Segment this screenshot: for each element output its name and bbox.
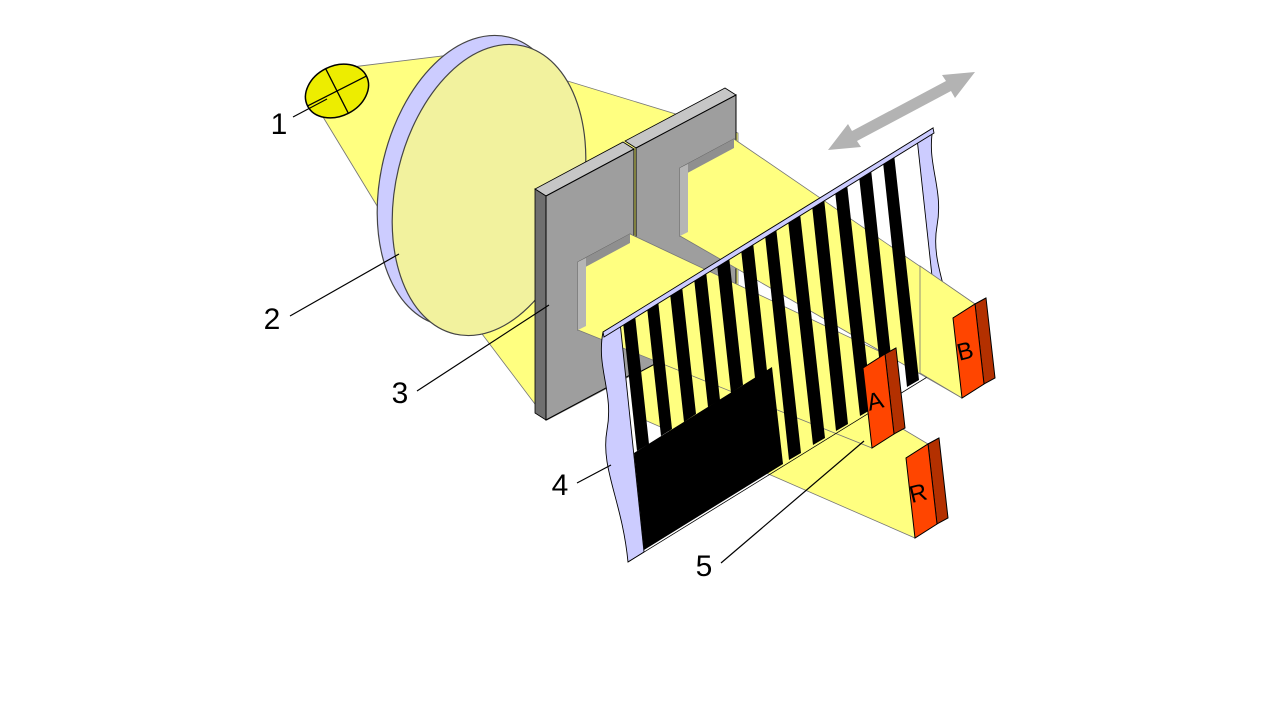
photodetector-a: A [862, 347, 906, 449]
aperture-b-top-wall [680, 139, 734, 177]
detector-a-label: A [864, 387, 886, 417]
callout-3-mask: 3 [392, 377, 409, 410]
leader-line-2 [289, 253, 400, 317]
code-scale-strip [600, 127, 959, 563]
leader-line-5 [720, 440, 865, 564]
detector-r-front-face [905, 443, 938, 539]
callout-2-lens: 2 [264, 303, 281, 336]
detector-a-front-face [862, 353, 895, 449]
leader-line-1 [292, 98, 328, 118]
callout-5-photodetectors: 5 [696, 550, 713, 583]
mask-plate-left-side-face [534, 188, 547, 421]
scale-bar [883, 154, 919, 387]
lamp-cross-line-vertical [325, 68, 349, 114]
leader-line-4 [576, 464, 612, 484]
scale-bar [812, 198, 848, 431]
callout-leaders [289, 98, 865, 564]
scale-bar [717, 256, 743, 393]
scale-top-edge [602, 127, 935, 338]
aperture-a-top-wall [578, 234, 630, 271]
detector-b-label: B [954, 337, 976, 367]
aperture-inner-walls [578, 139, 734, 330]
scale-bar [859, 169, 895, 402]
scale-bar [647, 300, 672, 436]
photodetector-r: R [905, 437, 949, 539]
light-source-lamp [304, 63, 370, 119]
scale-bar [623, 315, 649, 451]
callout-labels: 1 2 3 4 5 [264, 108, 713, 583]
scale-bar [765, 227, 801, 460]
aperture-b-side-wall [680, 164, 688, 236]
scale-bottom-edge [627, 357, 959, 563]
scale-bar [741, 242, 767, 378]
callout-1-light-source: 1 [271, 108, 288, 141]
scale-bar [788, 213, 825, 445]
photodetector-b: B [952, 297, 996, 399]
condenser-lens [376, 34, 587, 337]
scale-opaque-region [634, 367, 783, 550]
scale-left-torn-edge [600, 321, 645, 563]
aperture-a-side-wall [578, 258, 586, 330]
detector-b-front-face [952, 303, 985, 399]
scale-bar [835, 184, 872, 416]
scale-bar [694, 271, 720, 407]
scale-bar [670, 286, 696, 422]
leader-line-3 [416, 304, 550, 392]
detector-r-label: R [907, 479, 930, 509]
callout-4-code-scale: 4 [552, 469, 569, 502]
motion-double-arrow-icon [828, 72, 975, 150]
